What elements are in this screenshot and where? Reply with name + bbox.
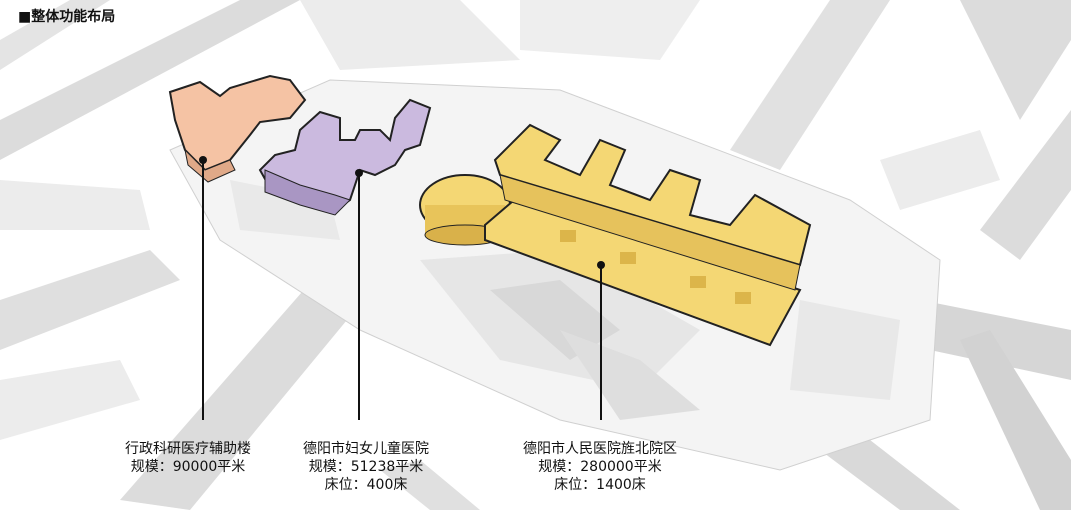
admin-building-label: 行政科研医疗辅助楼 规模：90000平米 xyxy=(125,440,251,476)
main-hospital-scale: 规模：280000平米 xyxy=(538,459,662,475)
children-hospital-name: 德阳市妇女儿童医院 xyxy=(303,441,429,457)
children-hospital-scale: 规模：51238平米 xyxy=(308,459,424,475)
main-hospital-label: 德阳市人民医院旌北院区 规模：280000平米 床位：1400床 xyxy=(523,440,677,494)
children-hospital-label: 德阳市妇女儿童医院 规模：51238平米 床位：400床 xyxy=(303,440,429,494)
main-hospital-name: 德阳市人民医院旌北院区 xyxy=(523,441,677,457)
children-hospital-beds: 床位：400床 xyxy=(324,477,408,493)
main-hospital-beds: 床位：1400床 xyxy=(554,477,646,493)
page-title: ■整体功能布局 xyxy=(18,9,116,25)
admin-research-building xyxy=(168,74,307,183)
admin-building-scale: 规模：90000平米 xyxy=(130,459,246,475)
main-hospital-building xyxy=(419,123,812,347)
leader-lines xyxy=(199,156,605,420)
admin-building-name: 行政科研医疗辅助楼 xyxy=(125,441,251,457)
children-hospital-building xyxy=(258,98,432,216)
